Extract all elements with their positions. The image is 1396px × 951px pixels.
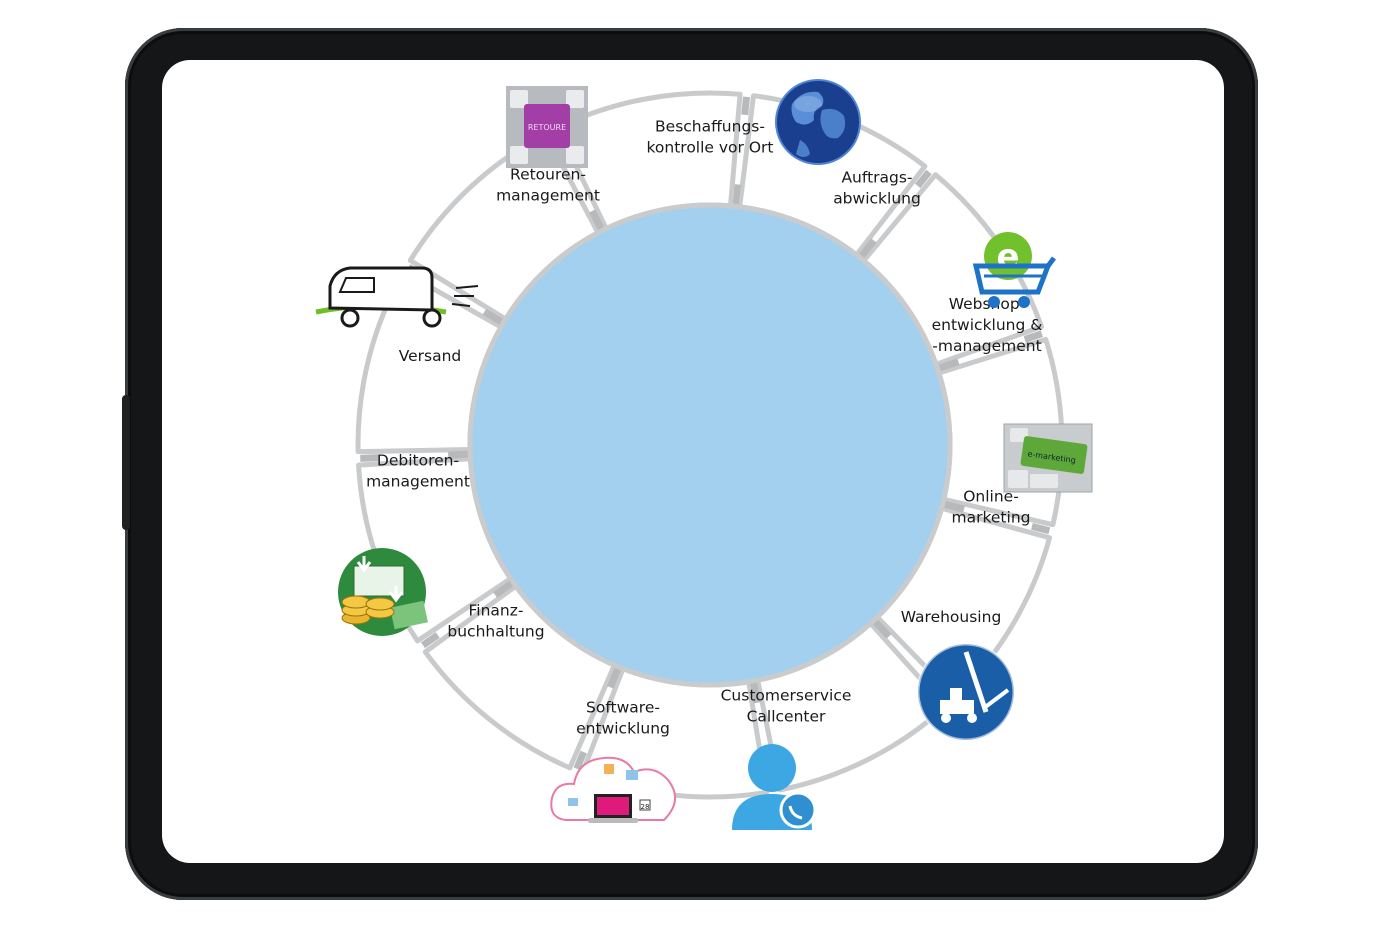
segment-connector — [943, 500, 965, 513]
shopping-cart-icon: e — [972, 232, 1056, 308]
segment-label-line: management — [496, 187, 600, 205]
tablet-side-button — [122, 395, 130, 530]
svg-text:e: e — [996, 237, 1019, 277]
segment-connector — [938, 358, 960, 372]
segment-label-retouren: Retouren-management — [496, 166, 600, 205]
segment-label-auftrag: Auftrags-abwicklung — [833, 169, 921, 208]
segment-label-line: Auftrags- — [841, 169, 912, 187]
segment-connector — [589, 209, 605, 231]
segment-label-line: Callcenter — [747, 708, 826, 726]
segment-label-line: entwicklung — [576, 720, 670, 738]
segment-label-line: entwicklung & — [932, 316, 1043, 334]
segment-label-line: Debitoren- — [377, 452, 459, 470]
segment-label-webshop: Webshop-entwicklung & -management — [932, 295, 1043, 355]
segment-connector — [741, 96, 751, 116]
segment-connector — [360, 454, 379, 462]
segment-connector — [482, 308, 504, 326]
segment-label-line: Versand — [399, 347, 462, 365]
segment-label-line: Beschaffungs- — [655, 118, 765, 136]
delivery-van-icon — [315, 266, 479, 328]
segment-label-line: Finanz- — [469, 602, 524, 620]
segment-label-line: -management — [932, 337, 1041, 355]
segment-connector — [872, 619, 892, 639]
segment-labels: Beschaffungs-kontrolle vor OrtAuftrags-a… — [366, 118, 1042, 738]
calendar-label: 28 — [641, 803, 650, 811]
segment-connector — [1023, 330, 1043, 343]
segment-label-line: Warehousing — [901, 608, 1002, 626]
segment-label-line: Software- — [586, 699, 660, 717]
segment-label-versand: Versand — [399, 347, 462, 365]
segment-label-debitoren: Debitoren-management — [366, 452, 470, 491]
e-marketing-key-icon: e-marketing — [1003, 423, 1093, 493]
retoure-key-icon: RETOURE — [506, 86, 588, 168]
segment-connector — [914, 169, 932, 189]
segment-label-line: Webshop- — [949, 295, 1026, 313]
segment-label-beschaffung: Beschaffungs-kontrolle vor Ort — [646, 118, 773, 157]
cloud-laptop-icon: 28 — [550, 756, 676, 823]
segment-label-warehousing: Warehousing — [901, 608, 1002, 626]
segment-label-line: abwicklung — [833, 190, 921, 208]
segment-label-software: Software-entwicklung — [576, 699, 670, 738]
segment-connector — [750, 682, 761, 704]
segment-label-line: management — [366, 473, 470, 491]
segment-connector — [448, 450, 469, 459]
segment-connector — [731, 184, 741, 205]
segment-connector — [1031, 522, 1051, 535]
retoure-key-label: RETOURE — [528, 123, 566, 132]
center-circle — [467, 202, 953, 688]
segment-label-line: Retouren- — [510, 166, 586, 184]
segment-label-line: buchhaltung — [447, 623, 544, 641]
callcenter-person-icon — [732, 744, 817, 830]
segment-connector — [420, 632, 440, 649]
segment-connector — [493, 580, 514, 598]
forklift-icon — [916, 642, 1016, 742]
money-coins-icon — [338, 548, 428, 636]
segment-connector — [607, 667, 622, 689]
segment-label-line: kontrolle vor Ort — [646, 139, 773, 157]
segment-label-line: Customerservice — [721, 687, 852, 705]
segment-label-finanz: Finanz-buchhaltung — [447, 602, 544, 641]
globe-icon — [775, 79, 861, 165]
segment-label-line: marketing — [952, 509, 1031, 527]
segment-connector — [573, 750, 587, 771]
segment-connector — [858, 238, 877, 259]
